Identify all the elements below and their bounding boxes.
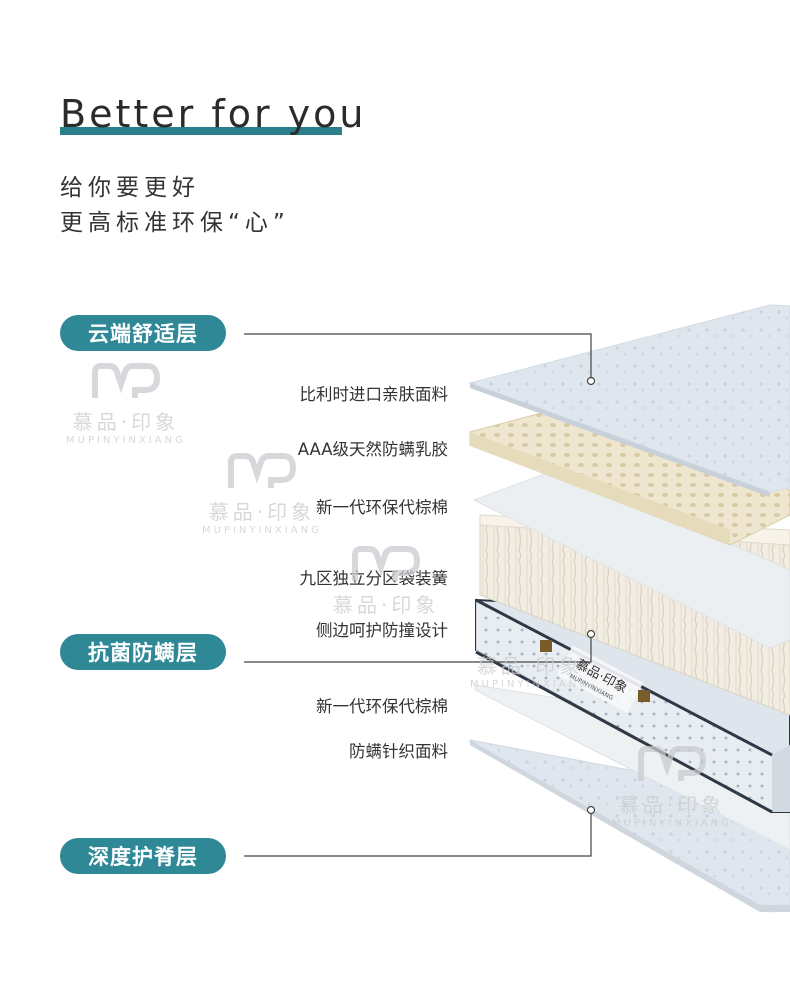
feature-label: 新一代环保代棕棉 — [316, 697, 448, 716]
brand-watermark: 慕品·印象 MUPINYINXIANG — [66, 362, 186, 446]
connector-line-comfort — [244, 333, 596, 386]
subtitle-line-2: 更高标准环保“心” — [60, 210, 290, 236]
brand-watermark: 慕品·印象 — [333, 545, 439, 618]
brand-watermark: 慕品·印象 MUPINYINXIANG — [612, 745, 732, 829]
feature-label: 侧边呵护防撞设计 — [316, 621, 448, 640]
subtitle-line-1: 给你要更好 — [60, 175, 200, 201]
section-label-spine-layer: 深度护脊层 — [60, 838, 226, 874]
section-label-antibacterial-layer: 抗菌防螨层 — [60, 634, 226, 670]
mattress-tag — [638, 690, 650, 702]
section-label-comfort-layer: 云端舒适层 — [60, 315, 226, 351]
brand-logo-icon — [227, 453, 296, 488]
connector-line-spine — [244, 805, 596, 857]
mattress-tag — [540, 640, 552, 652]
feature-label: 新一代环保代棕棉 — [316, 498, 448, 517]
connector-line-antibacterial — [244, 629, 596, 663]
feature-label: 比利时进口亲肤面料 — [299, 385, 449, 404]
page-title: Better for you — [60, 92, 367, 136]
feature-label: 防螨针织面料 — [349, 742, 448, 761]
feature-label: AAA级天然防螨乳胶 — [297, 440, 448, 459]
brand-logo-icon — [352, 546, 421, 581]
brand-logo-icon — [91, 363, 160, 398]
brand-logo-icon — [637, 746, 706, 781]
brand-watermark: 慕品·印象 MUPINYINXIANG — [202, 452, 322, 536]
title-underline-bar — [60, 127, 342, 135]
brand-watermark: 慕品·印象 MUPINYINXIANG — [470, 654, 590, 690]
